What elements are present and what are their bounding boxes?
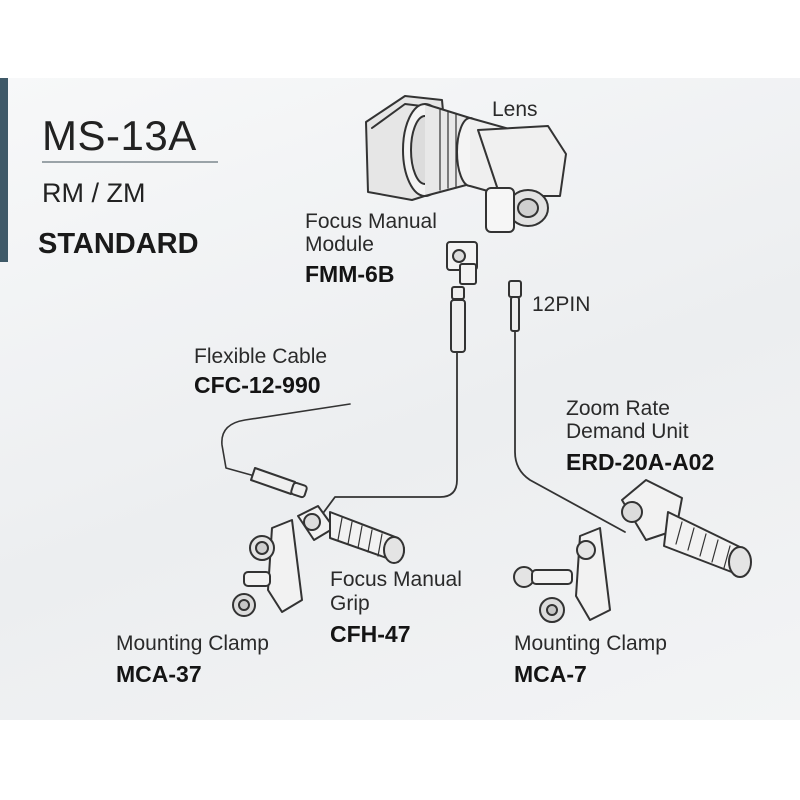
lens-label: Lens (492, 98, 538, 121)
flexible-cable-end (250, 467, 308, 499)
cable-focus-module-to-grip (317, 351, 458, 521)
focus-module-drawing (446, 241, 478, 285)
12pin-connector-drawing (508, 280, 522, 332)
focus-module-code: FMM-6B (305, 261, 395, 287)
flexible-cable-name: Flexible Cable (194, 345, 328, 368)
model-divider (42, 161, 218, 163)
clamp-right-name: Mounting Clamp (514, 632, 667, 655)
zoom-unit-name-2: Demand Unit (566, 420, 689, 443)
clamp-left-code: MCA-37 (116, 661, 202, 687)
zoom-unit-name-1: Zoom Rate (566, 397, 670, 420)
cable-flexible (221, 403, 351, 479)
clamp-right-drawing (513, 527, 611, 623)
lens-drawing (365, 95, 567, 233)
focus-cable-connector (450, 286, 466, 353)
zoom-unit-code: ERD-20A-A02 (566, 449, 715, 475)
model-variant: RM / ZM (42, 178, 146, 208)
focus-module-name-1: Focus Manual (305, 210, 437, 233)
flexible-cable-code: CFC-12-990 (194, 372, 321, 398)
focus-grip-drawing (297, 505, 405, 564)
focus-module-name-2: Module (305, 233, 374, 256)
cable-12pin-to-zoom (514, 329, 626, 533)
focus-grip-code: CFH-47 (330, 621, 411, 647)
clamp-right-code: MCA-7 (514, 661, 587, 687)
clamp-left-drawing (232, 519, 303, 617)
model-edition: STANDARD (38, 228, 199, 260)
clamp-left-name: Mounting Clamp (116, 632, 269, 655)
accent-bar (0, 78, 8, 262)
model-number: MS-13A (42, 112, 197, 159)
zoom-unit-drawing (621, 479, 752, 578)
focus-grip-name-1: Focus Manual (330, 568, 462, 591)
focus-grip-name-2: Grip (330, 592, 370, 615)
12pin-label: 12PIN (532, 293, 591, 316)
